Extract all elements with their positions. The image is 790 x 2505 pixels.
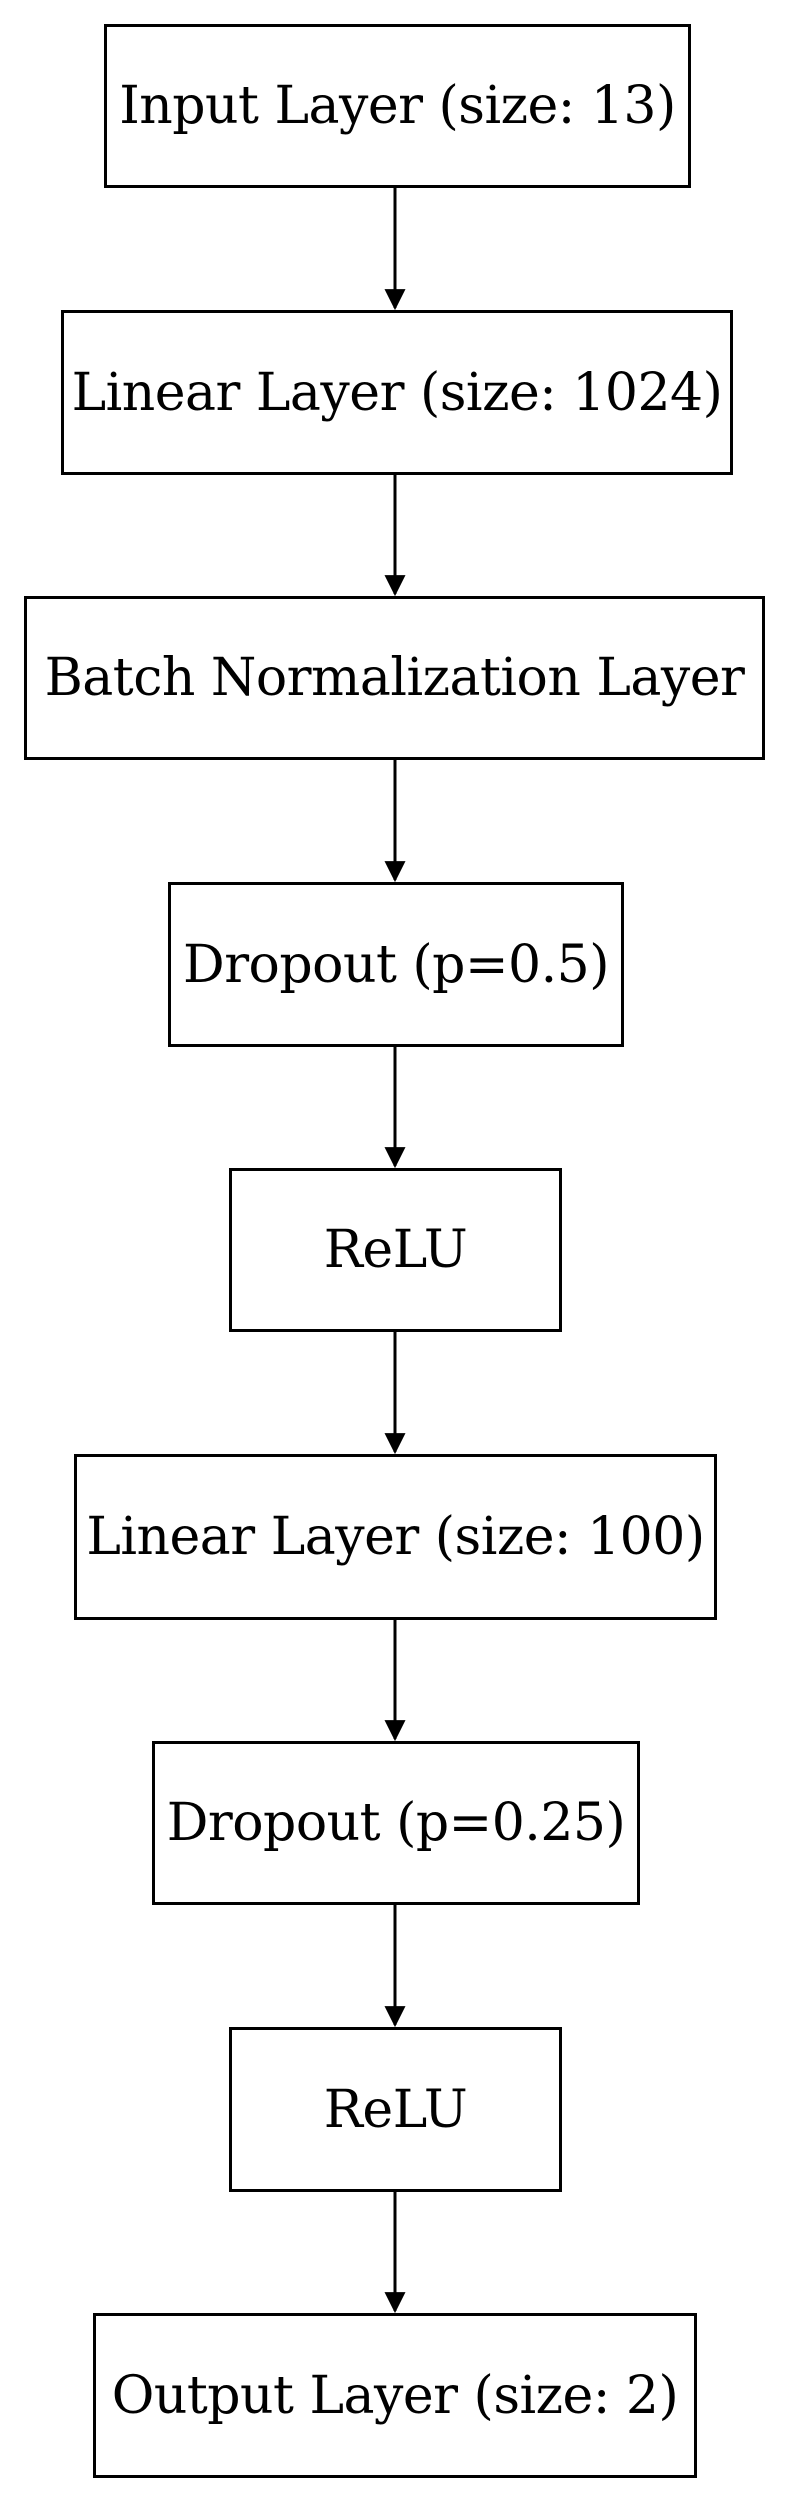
linear-layer-100-node: Linear Layer (size: 100) <box>74 1454 717 1620</box>
output-layer-node: Output Layer (size: 2) <box>93 2313 697 2478</box>
dropout-0-5-node: Dropout (p=0.5) <box>168 882 624 1047</box>
batch-normalization-node: Batch Normalization Layer <box>24 596 765 760</box>
relu-1-label: ReLU <box>323 1220 468 1280</box>
linear-layer-100-label: Linear Layer (size: 100) <box>86 1507 705 1567</box>
linear-layer-1024-node: Linear Layer (size: 1024) <box>61 310 733 475</box>
linear-layer-1024-label: Linear Layer (size: 1024) <box>71 362 723 423</box>
dropout-0-25-node: Dropout (p=0.25) <box>152 1741 640 1905</box>
output-layer-label: Output Layer (size: 2) <box>111 2365 679 2426</box>
input-layer-label: Input Layer (size: 13) <box>119 76 676 136</box>
input-layer-node: Input Layer (size: 13) <box>104 24 691 188</box>
dropout-0-25-label: Dropout (p=0.25) <box>166 1793 626 1853</box>
relu-2-label: ReLU <box>323 2079 468 2140</box>
dropout-0-5-label: Dropout (p=0.5) <box>183 934 610 995</box>
relu-2-node: ReLU <box>229 2027 562 2192</box>
batch-normalization-label: Batch Normalization Layer <box>44 648 745 708</box>
relu-1-node: ReLU <box>229 1168 562 1332</box>
